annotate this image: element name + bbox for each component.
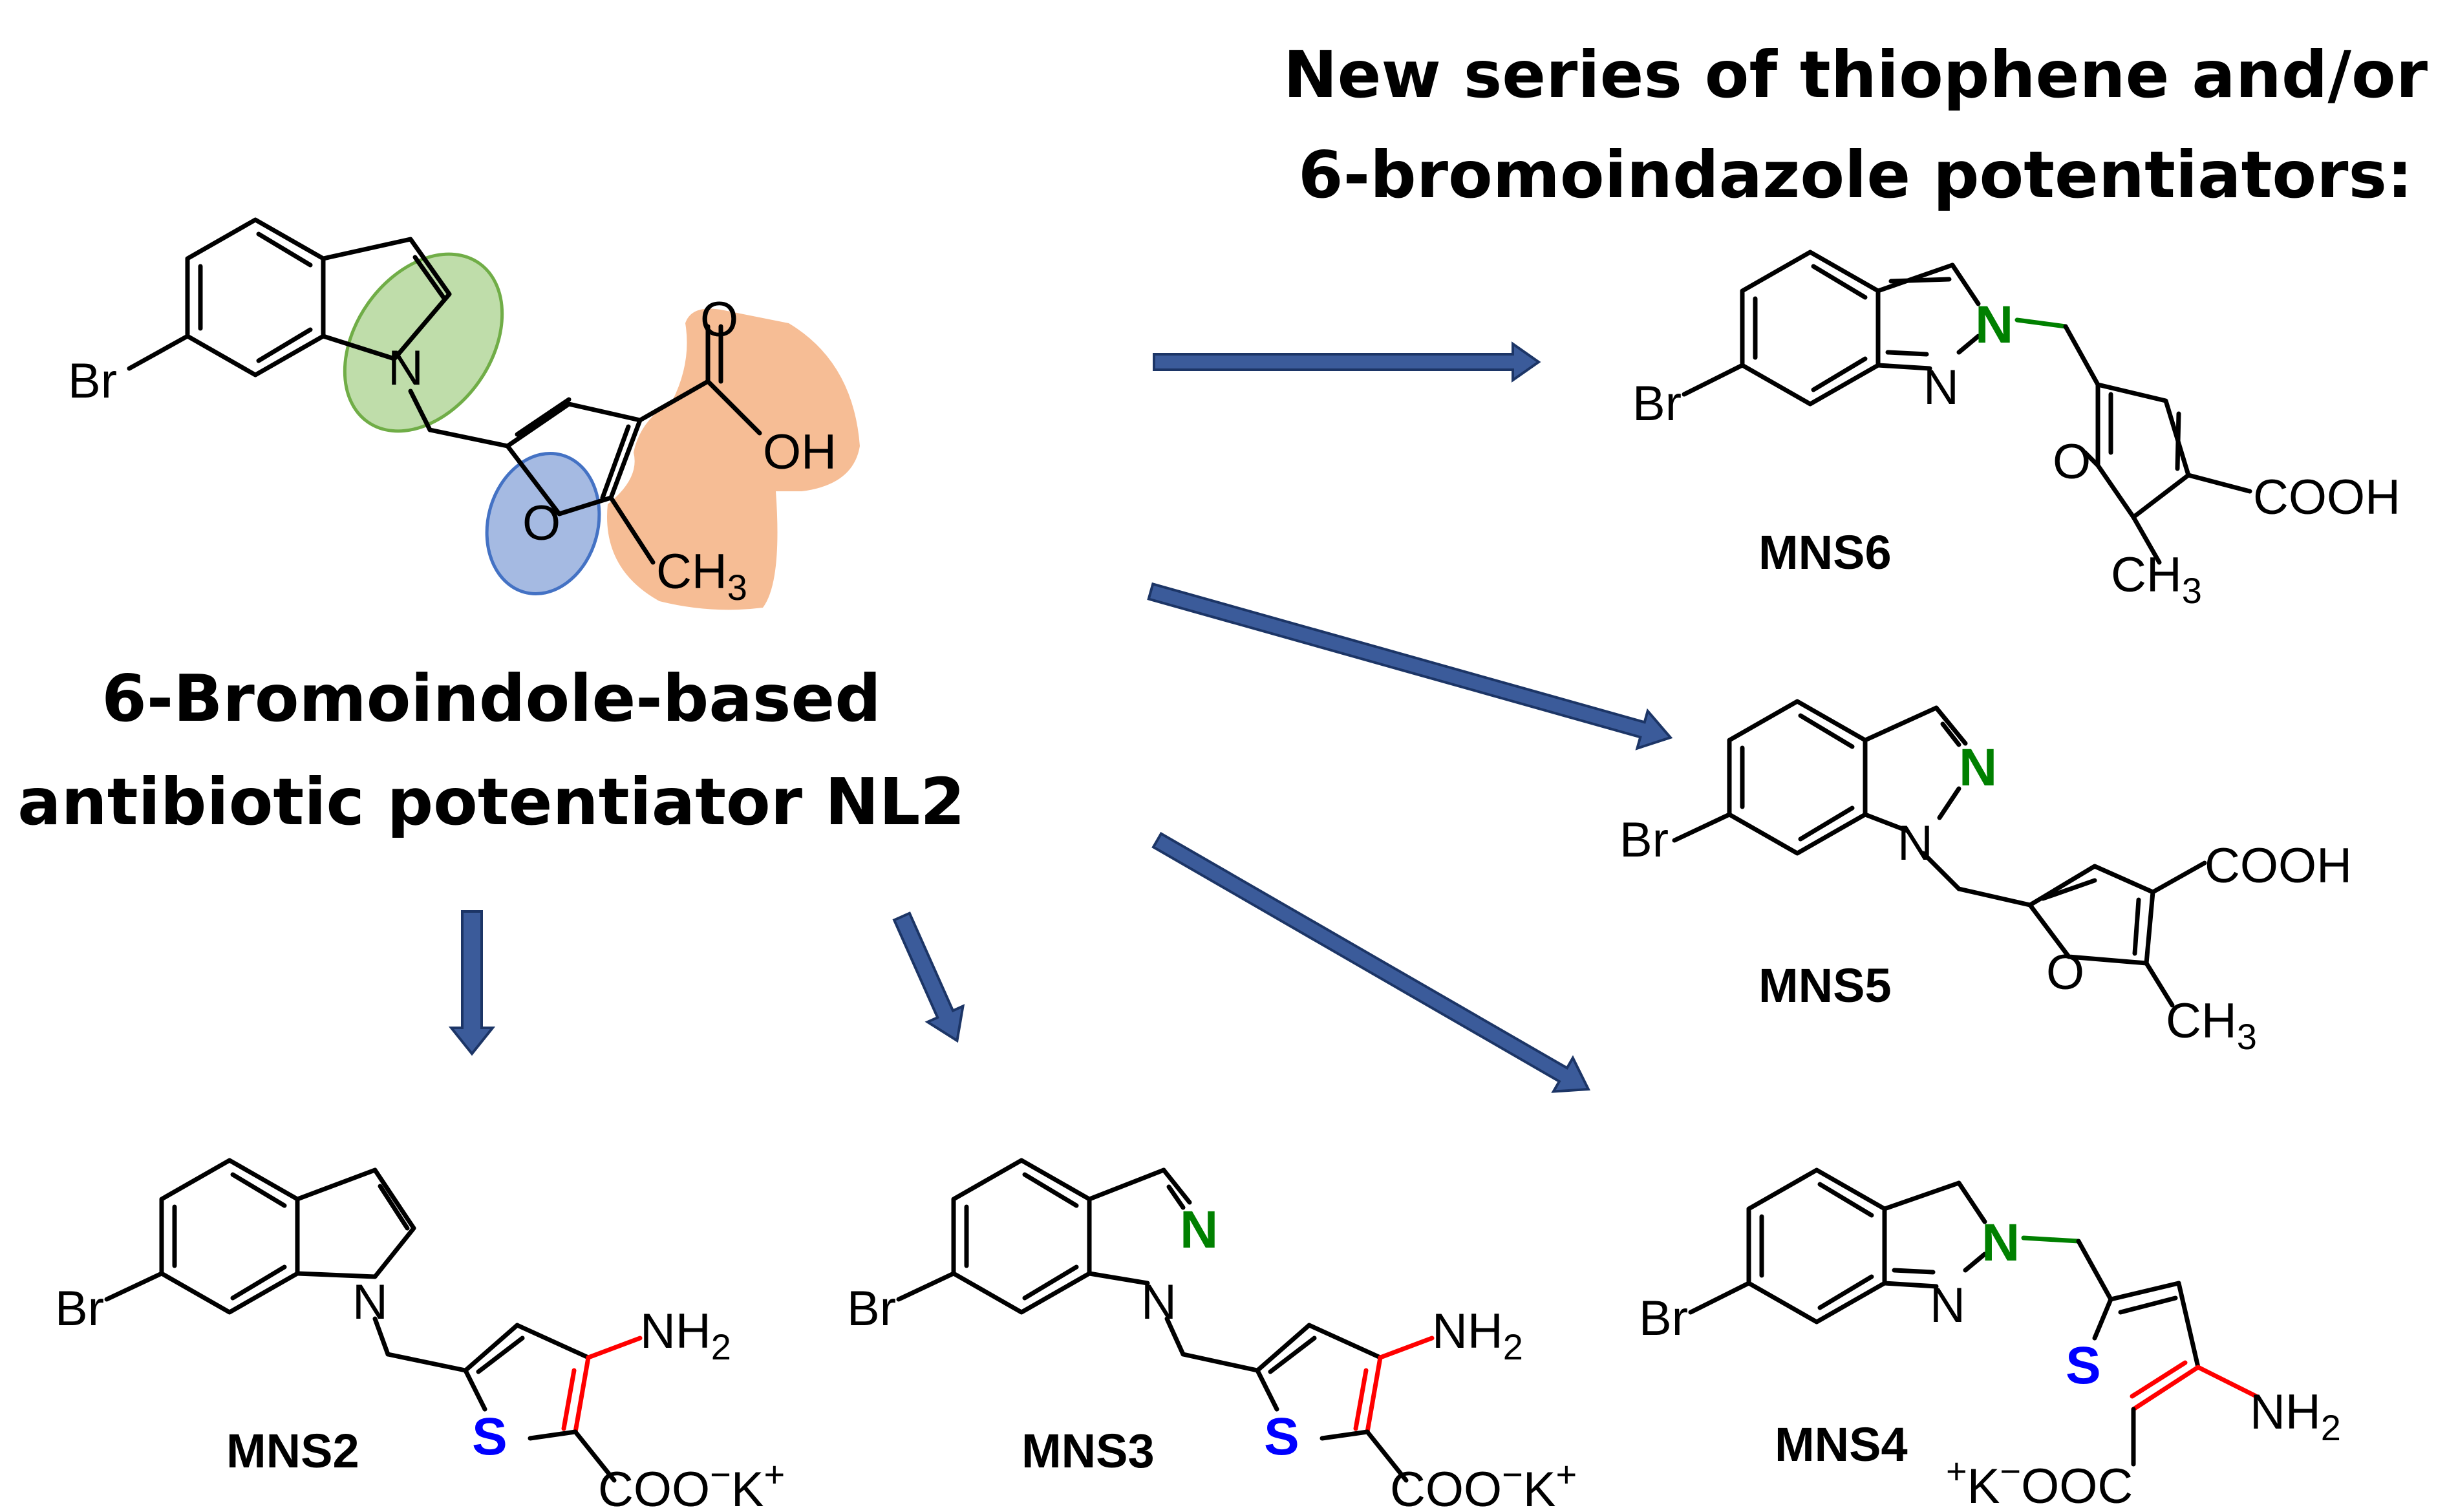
- mns4-n2: N: [1930, 1278, 1965, 1333]
- mns3-nh2: NH2: [1432, 1304, 1523, 1367]
- mns5-label: MNS5: [1758, 959, 1892, 1012]
- benzene-ring: [185, 217, 326, 378]
- svg-text:Br: Br: [1632, 376, 1682, 431]
- mns2-label: MNS2: [226, 1424, 359, 1478]
- mns6-ch3: CH3: [2111, 548, 2202, 611]
- mns6-n-highlight: N: [1975, 295, 2013, 354]
- mns3-n-highlight: N: [1180, 1200, 1218, 1259]
- furan-oxygen-highlight: [485, 451, 601, 596]
- compound-mns5: Br N N O COOH CH3 MNS5: [1619, 699, 2352, 1057]
- mns4-n-highlight: N: [1982, 1213, 2020, 1272]
- mns6-label: MNS6: [1758, 526, 1892, 579]
- arrow-to-mns3: [892, 911, 965, 1043]
- arrow-to-mns6: [1153, 341, 1541, 383]
- mns5-n1: N: [1897, 816, 1933, 871]
- mns6-acid: COOH: [2253, 470, 2400, 525]
- pyrrole-ring: [321, 237, 452, 361]
- header-line-2: 6-bromoindazole potentiators:: [1298, 137, 2413, 213]
- lead-oh-label: OH: [763, 425, 837, 480]
- mns2-salt: COO−K+: [598, 1454, 785, 1512]
- mns3-salt: COO−K+: [1390, 1454, 1577, 1512]
- compound-mns4: Br N N S NH2 +K−OOC MNS4: [1639, 1167, 2341, 1512]
- lead-n-label: N: [388, 341, 423, 396]
- mns4-nh2: NH2: [2250, 1385, 2341, 1448]
- mns4-s: S: [2066, 1336, 2101, 1395]
- mns6-n2: N: [1923, 360, 1959, 415]
- mns3-label: MNS3: [1021, 1424, 1155, 1478]
- mns5-o: O: [2046, 945, 2084, 1000]
- header-line-1: New series of thiophene and/or: [1283, 37, 2428, 112]
- lead-ch3-label: CH3: [656, 544, 747, 608]
- mns5-br: Br: [1619, 813, 1669, 868]
- indole-nitrogen-highlight: [343, 252, 504, 433]
- mns3-s: S: [1264, 1407, 1299, 1466]
- compound-mns6: Br N N O COOH CH3 MNS6: [1632, 250, 2400, 611]
- mns5-acid: COOH: [2205, 838, 2352, 893]
- mns5-ch3: CH3: [2166, 994, 2257, 1057]
- mns2-nh2: NH2: [640, 1304, 731, 1367]
- compound-mns2: Br N S NH2 COO−K+ MNS2: [55, 1158, 785, 1512]
- mns4-label: MNS4: [1775, 1418, 1908, 1471]
- mns4-salt: +K−OOC: [1946, 1451, 2133, 1512]
- arrow-to-mns4: [1151, 831, 1590, 1093]
- lead-compound-nl2: Br N O O OH CH3 6-Bromoindole-based anti…: [17, 217, 965, 840]
- lead-br-label: Br: [68, 354, 117, 409]
- mns5-n-highlight: N: [1959, 738, 1997, 797]
- lead-caption-line-1: 6-Bromoindole-based: [102, 661, 881, 736]
- reaction-arrows: [448, 341, 1673, 1093]
- arrow-to-mns2: [448, 910, 496, 1056]
- compound-mns3: Br N N S NH2 COO−K+ MNS3: [847, 1158, 1577, 1512]
- lead-carbonyl-o-label: O: [700, 292, 738, 347]
- arrow-to-mns5: [1147, 582, 1673, 751]
- mns4-br: Br: [1639, 1291, 1688, 1346]
- furan-ring: [505, 401, 643, 516]
- mns3-br: Br: [847, 1281, 896, 1336]
- lead-caption-line-2: antibiotic potentiator NL2: [17, 764, 965, 840]
- mns2-n: N: [352, 1275, 388, 1330]
- mns3-n1: N: [1141, 1275, 1177, 1330]
- mns6-o: O: [2053, 434, 2091, 489]
- mns2-br: Br: [55, 1281, 104, 1336]
- lead-o-label: O: [522, 496, 561, 551]
- acid-methyl-highlight: [607, 308, 860, 610]
- mns2-s: S: [472, 1407, 508, 1466]
